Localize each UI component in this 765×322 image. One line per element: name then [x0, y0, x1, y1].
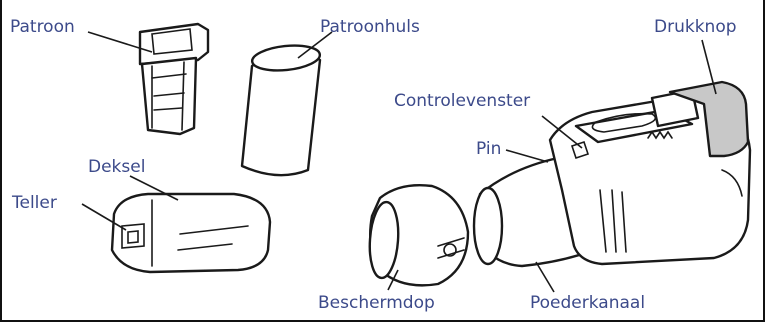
label-patroon: Patroon	[10, 17, 75, 37]
protective-cap-drawing	[367, 185, 468, 285]
label-teller: Teller	[11, 193, 57, 213]
leader-pin	[506, 150, 548, 162]
cartridge-sleeve-drawing	[242, 43, 321, 176]
label-deksel: Deksel	[88, 157, 145, 177]
leader-poederkanaal	[536, 262, 554, 292]
cartridge-drawing	[140, 24, 208, 134]
label-patroonhuls: Patroonhuls	[320, 17, 420, 37]
label-drukknop: Drukknop	[654, 17, 737, 37]
label-controlevenster: Controlevenster	[394, 91, 530, 111]
cover-drawing	[112, 194, 270, 272]
label-poederkanaal: Poederkanaal	[530, 293, 645, 313]
label-pin: Pin	[476, 139, 501, 159]
label-beschermdop: Beschermdop	[318, 293, 435, 313]
